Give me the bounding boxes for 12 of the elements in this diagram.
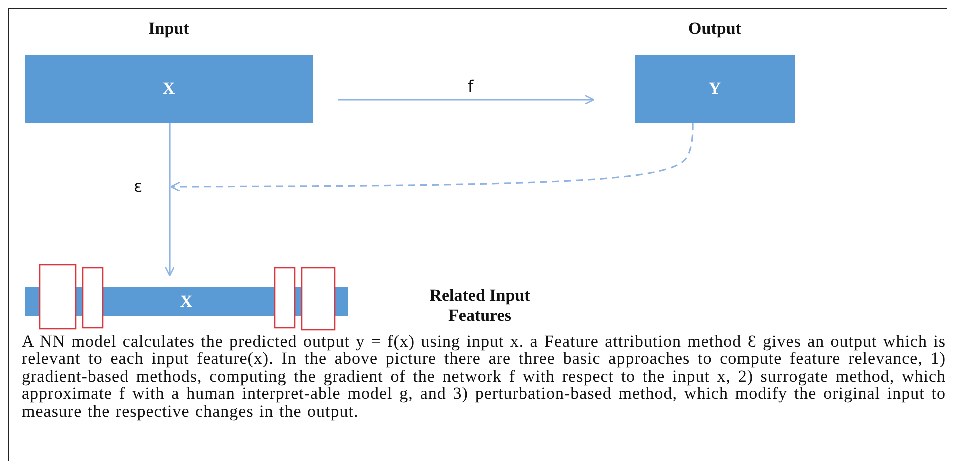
box-heading: Output (688, 19, 742, 39)
arrow (170, 123, 694, 192)
features-label: Related Input Features (428, 286, 532, 326)
box-label: X (179, 292, 194, 312)
data-box (635, 55, 795, 123)
box-label: X (162, 79, 176, 99)
data-box (25, 55, 313, 123)
arrow (338, 94, 595, 106)
box-label: Y (708, 79, 722, 99)
box-heading: Input (148, 19, 190, 39)
arrow (164, 123, 176, 277)
caption: A NN model calculates the predicted output y = f(x) using input x. a Feature attribution method Ɛ gives an output which is relevant to each input feature(x). In the above picture there are three basic approaches to compute feature relevance, 1) gradient-based methods, computing the gradient of the network f with respect to the input x, 2) surrogate method, which approximate f with a human interpret-able model g, and 3) perturbation-based method, which modify the original input to measure the respective changes in the output. (22, 333, 946, 420)
